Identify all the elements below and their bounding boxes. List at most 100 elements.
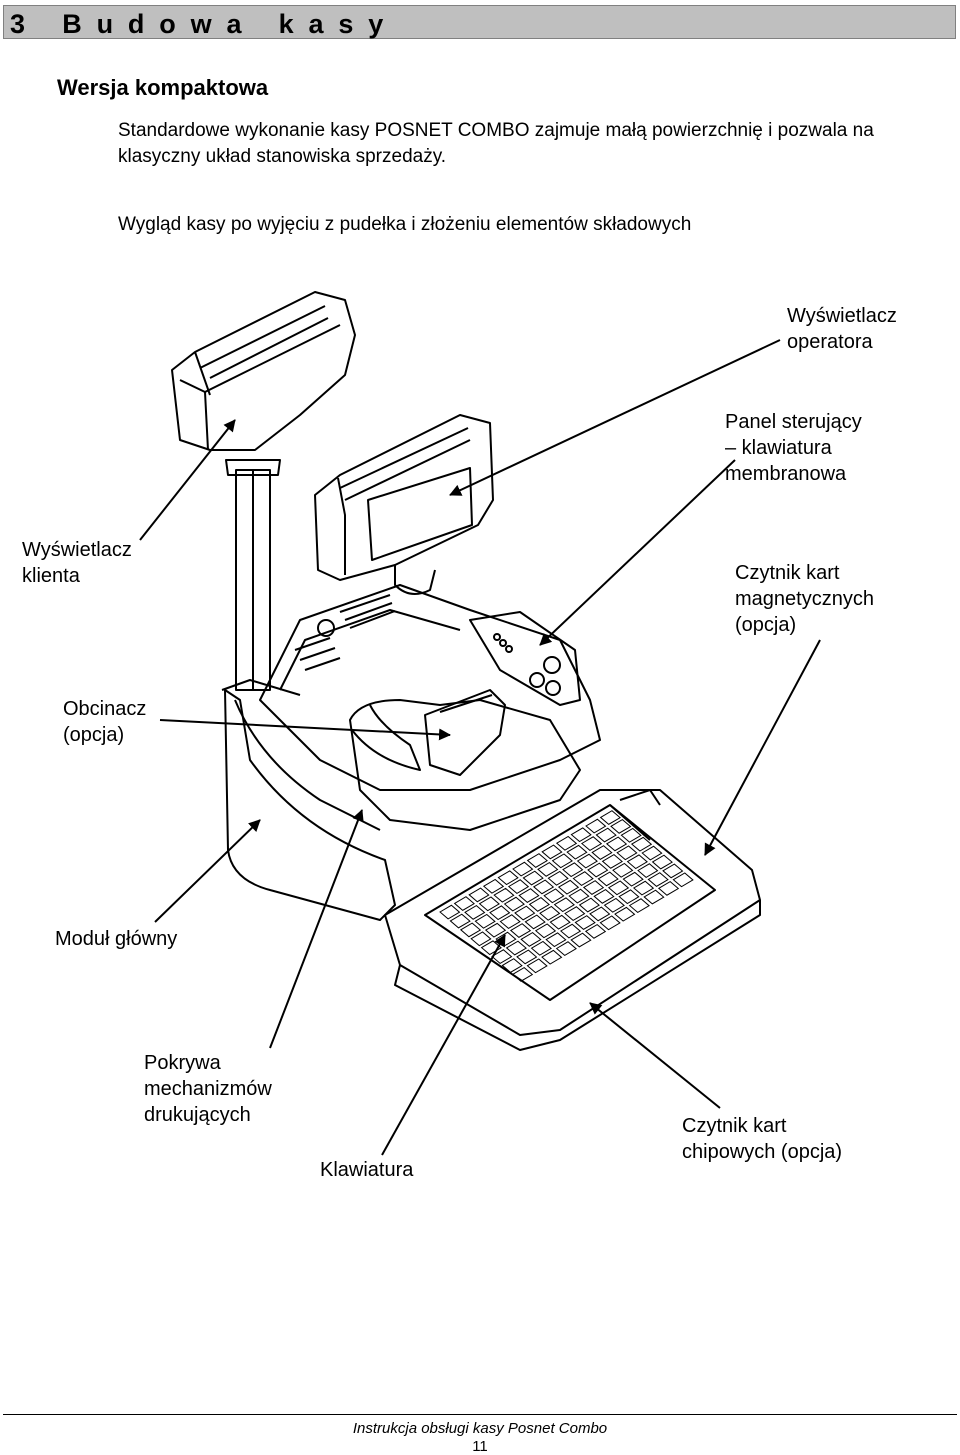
key [509,923,532,938]
footer-rule [3,1414,957,1415]
key [643,889,665,905]
key [593,888,615,904]
key [566,844,588,860]
key [530,940,552,956]
footer-text: Instrukcja obsługi kasy Posnet Combo [352,1420,608,1437]
key [641,845,663,861]
leader-operator-display [449,339,781,496]
leader-chip-reader [589,1002,721,1109]
key [484,922,507,938]
leader-cutter [159,719,451,741]
key [626,854,648,870]
key [672,872,694,888]
key [572,871,594,887]
key [657,880,680,896]
key [584,923,607,939]
key [582,880,605,895]
key [607,880,630,896]
key [541,844,563,860]
leader-printer-cover [269,809,364,1049]
key [555,941,577,957]
key [549,914,571,930]
key [610,818,632,834]
key [526,853,548,868]
key [474,913,496,929]
key [524,914,546,930]
key [564,906,586,922]
key [539,905,561,921]
key [514,905,536,921]
key [497,870,519,886]
key [480,940,502,956]
key [580,836,603,852]
key [576,853,598,869]
key [570,932,592,948]
key [570,827,592,843]
key [491,949,513,965]
figure-caption: Wygląd kasy po wyjęciu z pudełka i złoże… [118,214,692,235]
key [537,861,559,877]
key [616,845,638,861]
key [453,896,475,911]
key [512,861,534,877]
key [637,863,659,879]
key [522,870,544,886]
key [518,888,540,903]
key [507,879,530,895]
key [630,836,653,852]
chapter-header-bar: 3 Budowa kasy [3,5,956,39]
chapter-title: 3 Budowa kasy [10,9,399,39]
key [605,836,628,852]
leader-control-panel [539,459,736,646]
key [541,949,563,965]
key [622,871,644,887]
label-cutter: Obcinacz(opcja) [63,698,147,746]
key [614,906,636,922]
key [534,923,557,939]
section-title: Wersja kompaktowa [57,75,269,100]
key [511,966,534,982]
label-main-module: Moduł główny [55,928,178,950]
key [439,904,461,920]
key [651,854,673,870]
key [574,915,596,930]
key [468,887,490,903]
key [478,896,500,912]
key [489,905,511,921]
key [568,888,590,904]
key [557,879,580,895]
key [628,898,650,914]
key [551,853,573,869]
key [505,940,527,956]
leader-main-module [154,819,261,923]
key [559,923,582,939]
intro-paragraph: Standardowe wykonanie kasy POSNET COMBO … [118,120,874,167]
key [555,835,578,851]
key [545,932,567,948]
key [470,931,492,947]
key [493,887,515,903]
key [449,913,471,929]
page-number: 11 [472,1438,488,1455]
key [589,906,611,922]
key [526,958,548,974]
key [516,949,538,965]
key [482,878,505,894]
label-keyboard: Klawiatura [320,1159,414,1181]
leader-magnetic-reader [704,639,821,856]
key [562,862,584,878]
key [501,958,523,973]
key [547,870,569,886]
key [553,897,575,913]
key [601,853,623,869]
key [599,810,621,825]
key [620,827,642,843]
key [464,904,486,920]
leader-keyboard [381,934,506,1156]
